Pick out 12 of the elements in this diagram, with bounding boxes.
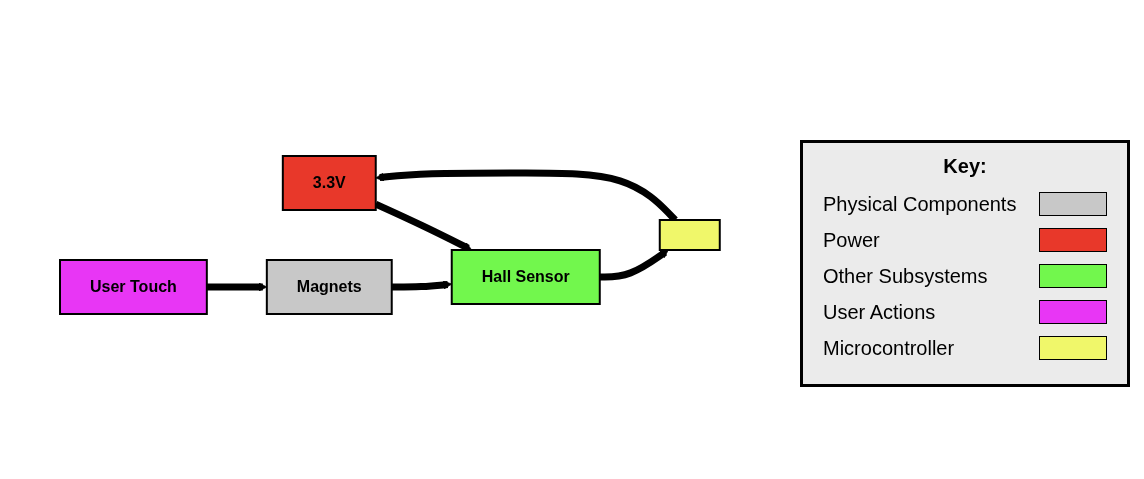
node-box: 3.3V [281, 155, 377, 211]
legend-label: Power [823, 228, 880, 252]
node-box: Hall Sensor [450, 249, 601, 305]
legend-label: Microcontroller [823, 336, 955, 360]
legend-label: User Actions [823, 300, 936, 324]
legend-label: Physical Components [823, 192, 1017, 216]
legend-title: Key: [942, 155, 988, 178]
node-box [658, 219, 721, 251]
legend-label: Other Subsystems [823, 264, 988, 288]
node-box: Magnets [265, 259, 393, 315]
arrow [599, 249, 669, 281]
node-box: User Touch [59, 259, 208, 315]
